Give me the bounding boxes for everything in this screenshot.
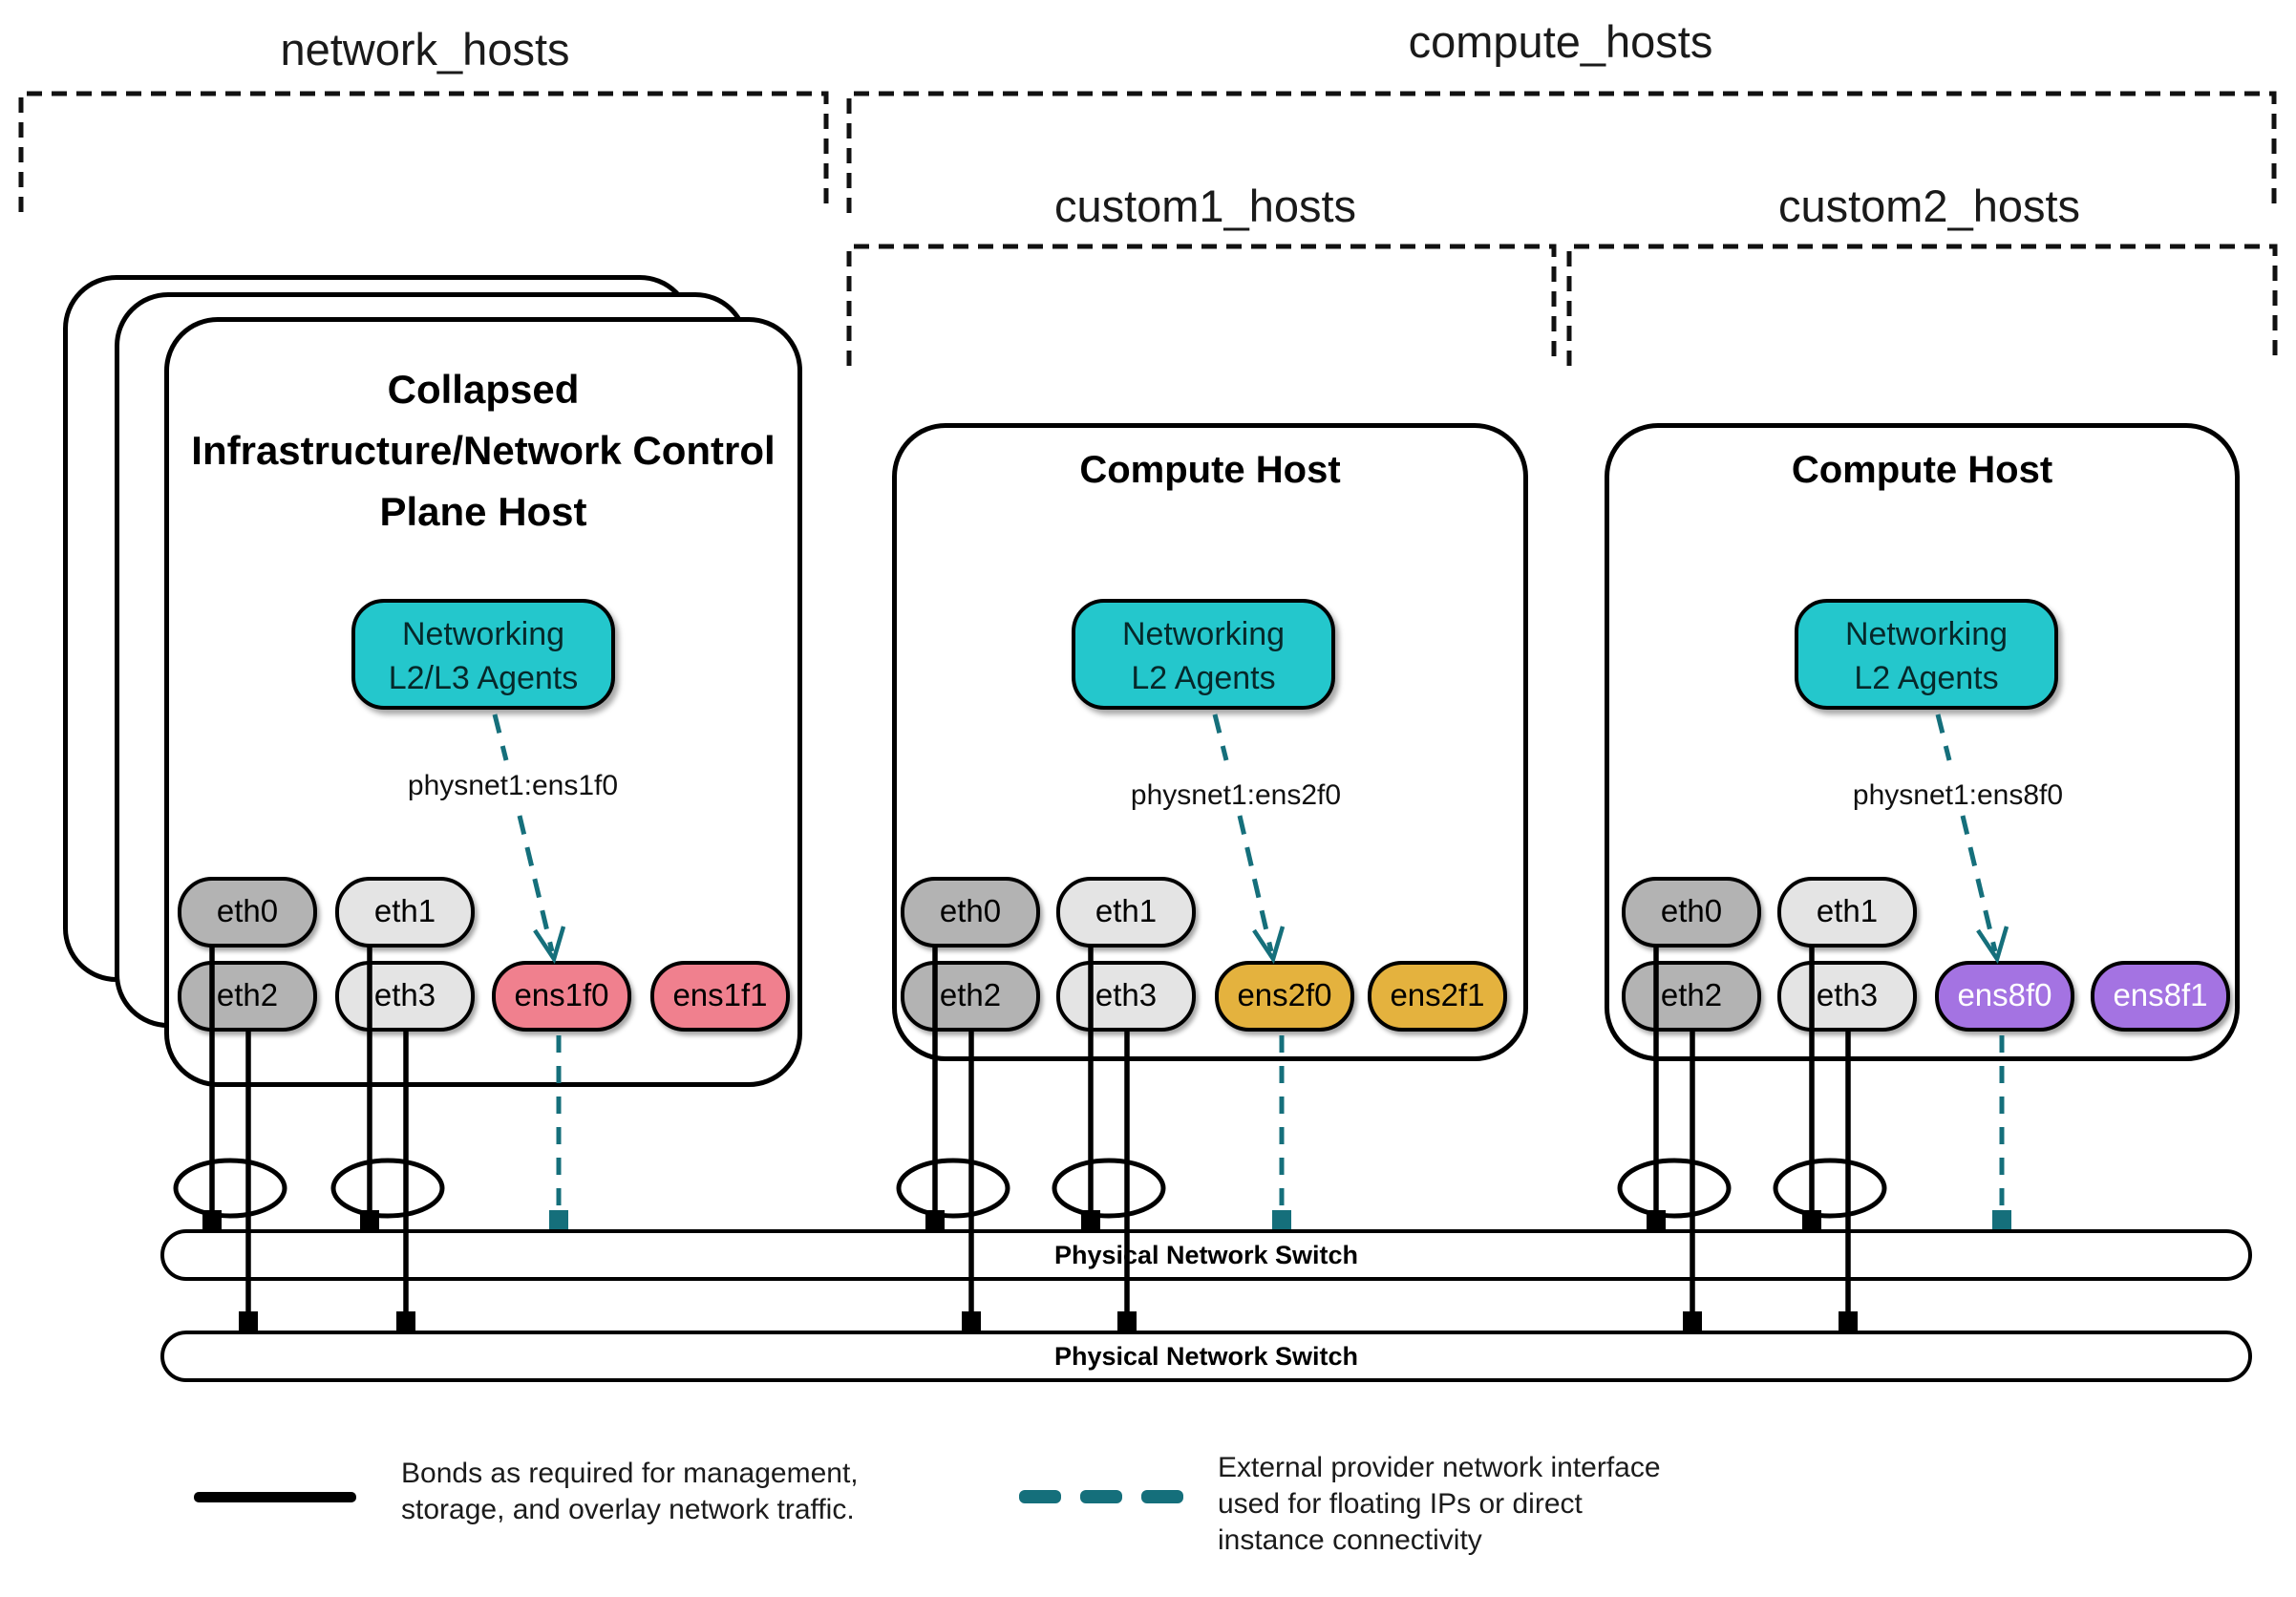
compute-host-2-box: [1605, 423, 2240, 1061]
nic-pill-ens2f1: ens2f1: [1368, 961, 1507, 1032]
switch-connector-square: [1117, 1311, 1137, 1331]
agent-label-line2: L2 Agents: [1131, 660, 1276, 696]
switch-connector-square: [396, 1311, 415, 1331]
compute-host-1-title: Compute Host: [1079, 449, 1341, 491]
provider-arrowhead-icon: [1252, 926, 1286, 965]
switch-connector-square: [202, 1210, 222, 1229]
custom1-hosts-bracket: [846, 244, 1557, 366]
bond-ellipse: [173, 1158, 287, 1219]
collapsed-host-title: Collapsed Infrastructure/Network Control…: [191, 367, 776, 534]
switch-connector-square: [1839, 1311, 1858, 1331]
provider-dashed-line: [1212, 713, 1229, 761]
bond-ellipse: [1773, 1158, 1887, 1219]
agent-label-line1: Networking: [1121, 616, 1286, 652]
nic-pill-eth0: eth0: [1622, 877, 1761, 948]
legend-provider-text: External provider network interface used…: [1218, 1452, 1661, 1556]
physical-network-switch-2: Physical Network Switch: [160, 1331, 2252, 1382]
networking-agents-box-compute-1: Networking L2 Agents: [1072, 599, 1335, 710]
nic-pill-eth0: eth0: [901, 877, 1040, 948]
networking-agents-box-compute-2: Networking L2 Agents: [1795, 599, 2058, 710]
legend-bond-text: Bonds as required for management, storag…: [401, 1458, 859, 1525]
switch-connector-square: [360, 1210, 379, 1229]
nic-pill-ens2f0: ens2f0: [1215, 961, 1354, 1032]
nic-pill-eth1: eth1: [1056, 877, 1196, 948]
provider-dashed-line: [1960, 815, 1998, 952]
physical-network-switch-1: Physical Network Switch: [160, 1229, 2252, 1281]
switch-connector-square: [239, 1311, 258, 1331]
group-label-compute-hosts: compute_hosts: [1408, 16, 1713, 67]
legend-bond-line-icon: [194, 1492, 356, 1502]
group-label-custom1-hosts: custom1_hosts: [1053, 181, 1357, 231]
bond-ellipse: [1617, 1158, 1732, 1219]
physnet-label-compute-2: physnet1:ens8f0: [1852, 779, 2064, 811]
bond-ellipse: [1052, 1158, 1166, 1219]
provider-arrowhead-icon: [533, 926, 566, 965]
provider-dashed-line: [1237, 815, 1274, 952]
custom2-hosts-bracket: [1566, 244, 2278, 366]
physnet-label-collapsed: physnet1:ens1f0: [407, 770, 619, 801]
network-hosts-bracket: [18, 91, 829, 212]
nic-pill-eth0: eth0: [178, 877, 317, 948]
legend-provider-dash-icon: [1141, 1490, 1183, 1503]
networking-agents-box-collapsed: Networking L2/L3 Agents: [351, 599, 615, 710]
switch-connector-square: [925, 1210, 945, 1229]
collapsed-control-plane-host-box: [164, 317, 802, 1087]
provider-connector-square: [549, 1210, 568, 1229]
provider-dashed-line: [1935, 713, 1952, 761]
switch-connector-square: [1081, 1210, 1100, 1229]
group-label-network-hosts: network_hosts: [280, 24, 570, 75]
agent-label-line1: Networking: [1844, 616, 2009, 652]
compute-host-1-box: [892, 423, 1528, 1061]
switch-connector-square: [1683, 1311, 1702, 1331]
provider-dashed-line: [492, 713, 509, 761]
nic-pill-ens8f1: ens8f1: [2091, 961, 2230, 1032]
switch-connector-square: [1802, 1210, 1821, 1229]
legend-provider-dash-icon: [1019, 1490, 1061, 1503]
agent-label-line2: L2/L3 Agents: [388, 660, 579, 696]
provider-dashed-line: [517, 815, 555, 952]
group-label-custom2-hosts: custom2_hosts: [1777, 181, 2081, 231]
provider-connector-square: [1992, 1210, 2011, 1229]
provider-arrowhead-icon: [1976, 926, 2009, 965]
legend-provider-dash-icon: [1080, 1490, 1122, 1503]
physnet-label-compute-1: physnet1:ens2f0: [1130, 779, 1342, 811]
nic-pill-eth2: eth2: [901, 961, 1040, 1032]
bond-ellipse: [896, 1158, 1010, 1219]
nic-pill-eth1: eth1: [1777, 877, 1917, 948]
nic-pill-ens1f1: ens1f1: [650, 961, 790, 1032]
nic-pill-ens1f0: ens1f0: [492, 961, 631, 1032]
provider-connector-square: [1272, 1210, 1291, 1229]
compute-host-2-title: Compute Host: [1791, 449, 2053, 491]
nic-pill-eth1: eth1: [335, 877, 475, 948]
nic-pill-ens8f0: ens8f0: [1935, 961, 2074, 1032]
agent-label-line1: Networking: [401, 616, 565, 652]
agent-label-line2: L2 Agents: [1854, 660, 1999, 696]
bond-ellipse: [330, 1158, 445, 1219]
switch-connector-square: [962, 1311, 981, 1331]
nic-pill-eth2: eth2: [178, 961, 317, 1032]
compute-hosts-bracket: [846, 91, 2277, 213]
switch-connector-square: [1647, 1210, 1666, 1229]
